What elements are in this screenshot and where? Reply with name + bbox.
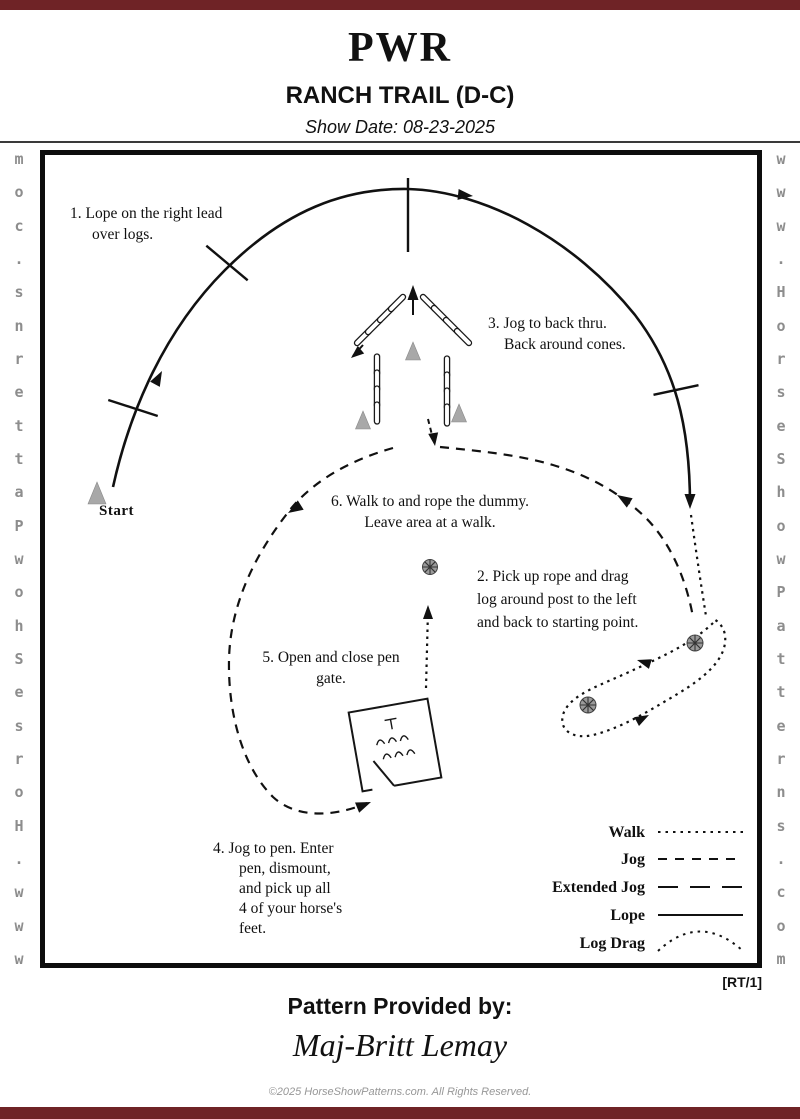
show-date: Show Date: 08-23-2025 [304,117,496,137]
pattern-code: [RT/1] [722,974,762,990]
lope-arrow [150,371,162,387]
instruction-line: feet. [239,920,267,937]
instruction-line: Leave area at a walk. [364,514,496,531]
copyright: ©2025 HorseShowPatterns.com. All Rights … [268,1086,532,1098]
jog-right-path [439,445,695,618]
instruction-6: 6. Walk to and rope the dummy. Leave are… [317,491,543,533]
instruction-line: log around post to the left [477,591,637,608]
legend-label-jog: Jog [621,851,645,868]
header-divider [0,141,800,143]
legend-label-lope: Lope [610,907,645,924]
arrowheads [150,188,696,813]
provided-by-label: Pattern Provided by: [287,993,513,1019]
instruction-line: pen, dismount, [239,860,331,877]
walk-to-dummy-path [424,609,430,689]
logdrag-approach-path [689,514,708,617]
backthru-up-arrow [407,285,419,300]
drag-arrow [637,659,652,669]
pen-gate [372,760,395,787]
legend-line-log-drag [657,930,744,952]
backthru-bottom-arrow [428,432,439,446]
instruction-1: 1. Lope on the right lead over logs. [70,203,260,245]
pen-walls [347,697,443,793]
instruction-line: over logs. [92,226,154,243]
jog-paths [227,445,695,815]
instruction-line: 1. Lope on the right lead [70,205,223,222]
pattern-svg: Walk Jog Extended Jog Lope Log Drag [87,178,744,952]
instruction-2: 2. Pick up rope and drag log around post… [477,565,687,634]
instruction-3: 3. Jog to back thru. Back around cones. [488,313,663,355]
instruction-4: 4. Jog to pen. Enter pen, dismount, and … [213,839,373,939]
instruction-line: and back to starting point. [477,614,639,631]
legend-label-walk: Walk [609,824,646,841]
jog-left-arrow [288,500,304,513]
log [373,401,381,425]
legend: Walk Jog Extended Jog Lope Log Drag [552,824,744,952]
pattern-diagram: Walk Jog Extended Jog Lope Log Drag 1. L… [40,150,762,968]
instruction-line: gate. [316,670,346,687]
walk-arrow [423,605,433,619]
lope-end-arrow [684,494,696,509]
instruction-line: 6. Walk to and rope the dummy. [330,493,530,510]
pen-feet-marks [376,735,416,760]
jog-pen-arrow [355,802,371,813]
log [453,327,473,347]
lope-course [107,178,699,506]
cone-icon [451,403,467,423]
cones [87,341,467,505]
pen-t-mark [384,717,397,730]
cone-icon [355,410,371,430]
legend-label-log-drag: Log Drag [580,935,645,952]
start-cone-icon [87,481,107,505]
instruction-line: 3. Jog to back thru. [488,315,607,332]
instruction-line: 4 of your horse's [239,900,343,917]
page-subtitle: RANCH TRAIL (D-C) [285,82,515,109]
pen [347,697,443,793]
cone-icon [405,341,421,361]
legend-label-extended-jog: Extended Jog [552,879,645,896]
top-border-bar [0,0,800,10]
backthru-exit-arrow [351,345,365,358]
instruction-5: 5. Open and close pen gate. [245,647,417,689]
lope-log-4 [653,384,699,396]
log [443,403,451,427]
provided-by-name: Maj-Britt Lemay [292,1027,508,1063]
instruction-line: 5. Open and close pen [262,649,400,666]
instruction-line: Back around cones. [504,336,626,353]
lope-arrow [457,188,473,200]
rope-dummy [422,559,438,575]
bottom-border-bar [0,1107,800,1119]
drag-post-2 [579,696,597,714]
instruction-line: 4. Jog to pen. Enter [213,840,334,857]
page-title: PWR [348,25,452,71]
start-label: Start [99,503,134,519]
lope-log-2 [205,244,249,282]
instruction-line: 2. Pick up rope and drag [477,568,629,585]
drag-arrow [634,715,649,726]
instruction-line: and pick up all [239,880,331,897]
lope-log-1 [107,398,159,418]
drag-post-1 [686,634,704,652]
walk-paths [424,514,727,738]
log [387,293,407,313]
jog-right-arrow [617,495,633,508]
